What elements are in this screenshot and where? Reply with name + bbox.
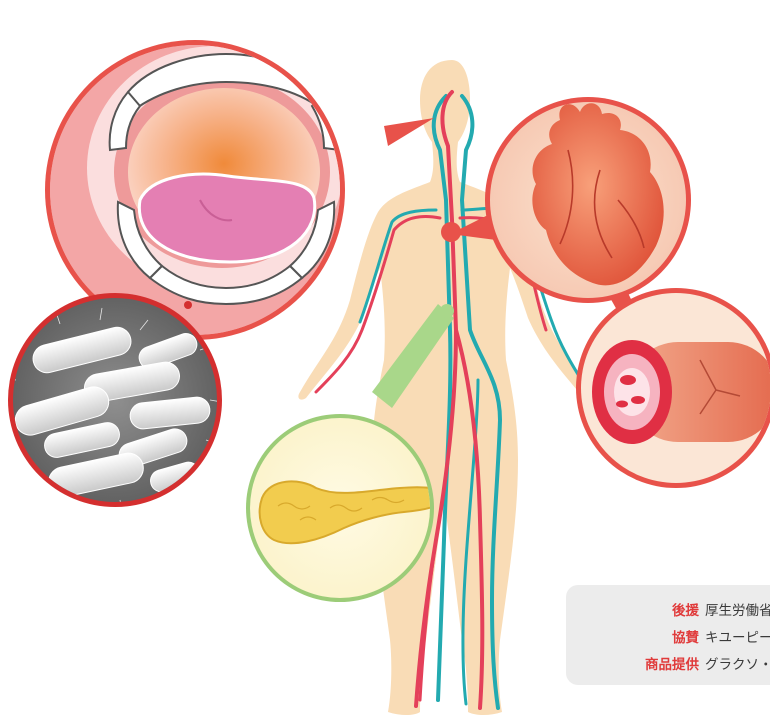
credit-row-sponsor: 協賛キユーピー村 xyxy=(672,626,770,646)
mouth-icon xyxy=(45,40,345,340)
credit-label-sponsor: 協賛 xyxy=(672,630,699,646)
credit-label-support: 後援 xyxy=(672,603,699,619)
artery-cross-section-icon xyxy=(576,288,770,488)
bacteria-icon xyxy=(0,293,222,512)
heart-icon xyxy=(485,97,691,303)
credit-label-product: 商品提供 xyxy=(645,657,699,673)
credit-text-product: グラクソ・ス xyxy=(705,657,770,673)
credit-text-sponsor: キユーピー村 xyxy=(705,630,770,646)
credit-text-support: 厚生労働省、 xyxy=(705,603,770,619)
